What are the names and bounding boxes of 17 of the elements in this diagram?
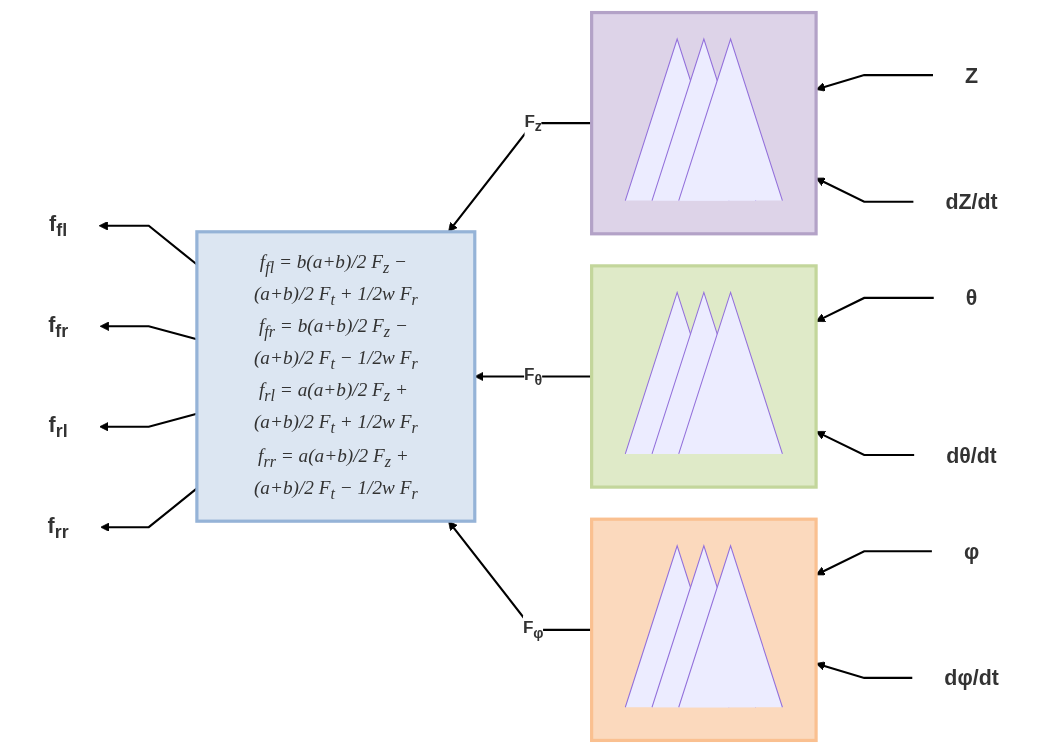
node-picture (590, 517, 818, 743)
edge-label: F$_{z}$ (524, 111, 543, 135)
node-picture (590, 10, 818, 236)
node-text: dZ/dt (945, 189, 998, 214)
node-text: φ (964, 539, 980, 564)
node-text: f$_{fl}$ (49, 211, 68, 241)
edge-label: F$_{θ}$ (524, 365, 543, 388)
node-box: f$_{fl}$ = b(a+b)/2 F$_{z}$ − (a+b)/2 F$_{t}$ + 1/2w F$_{r}$ f$_{fr}$ = b(a+b)/2 F$_{z}$ − (a+b)/2 F$_{t}$ − 1/2w F$_{r}$ f$_{rl}$ = a(a+b)/2 F$_{z}$ + (a+b)/2 F$_{t}$ + 1/2w F$_{r}$ f$_{rr}$ = a(a+b)/2 F$_{z}$ + (a+b)/2 F$_{t}$ − 1/2w F$_{r}$ (195, 230, 477, 523)
node-picture (590, 264, 818, 489)
node-text: θ (966, 286, 978, 310)
edge-label: F$_{φ}$ (523, 618, 544, 642)
node-text: f$_{fr}$ (48, 312, 69, 342)
node-text: dθ/dt (946, 443, 998, 467)
node-text: dφ/dt (944, 666, 1000, 690)
node-text: f$_{rr}$ (47, 513, 69, 543)
node-text: Z (965, 63, 979, 87)
node-text: f$_{rl}$ (48, 412, 68, 442)
